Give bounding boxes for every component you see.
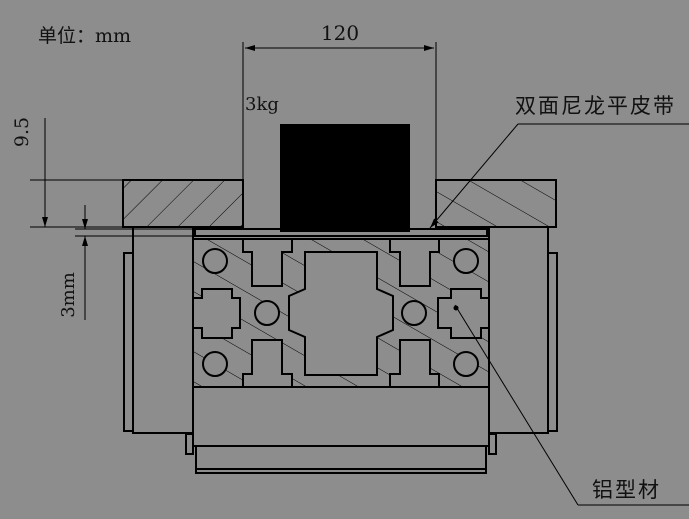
weight-label: 3kg [245,94,279,115]
plate-height-dimension [30,118,123,228]
left-plate [122,179,244,228]
belt-label: 双面尼龙平皮带 [515,94,676,118]
belt-thickness-dimension [75,205,195,320]
width-dimension [242,42,437,180]
belt-thickness-value: 3mm [58,272,79,318]
right-plate [435,179,557,228]
unit-label: 单位：mm [38,25,131,47]
profile-label: 铝型材 [592,478,661,502]
width-dimension-value: 120 [321,21,359,45]
profile-leader [453,304,689,506]
weight-block [280,124,410,232]
belt-leader [429,123,689,229]
plate-height-value: 9.5 [11,117,33,147]
aluminum-profile [192,235,490,447]
